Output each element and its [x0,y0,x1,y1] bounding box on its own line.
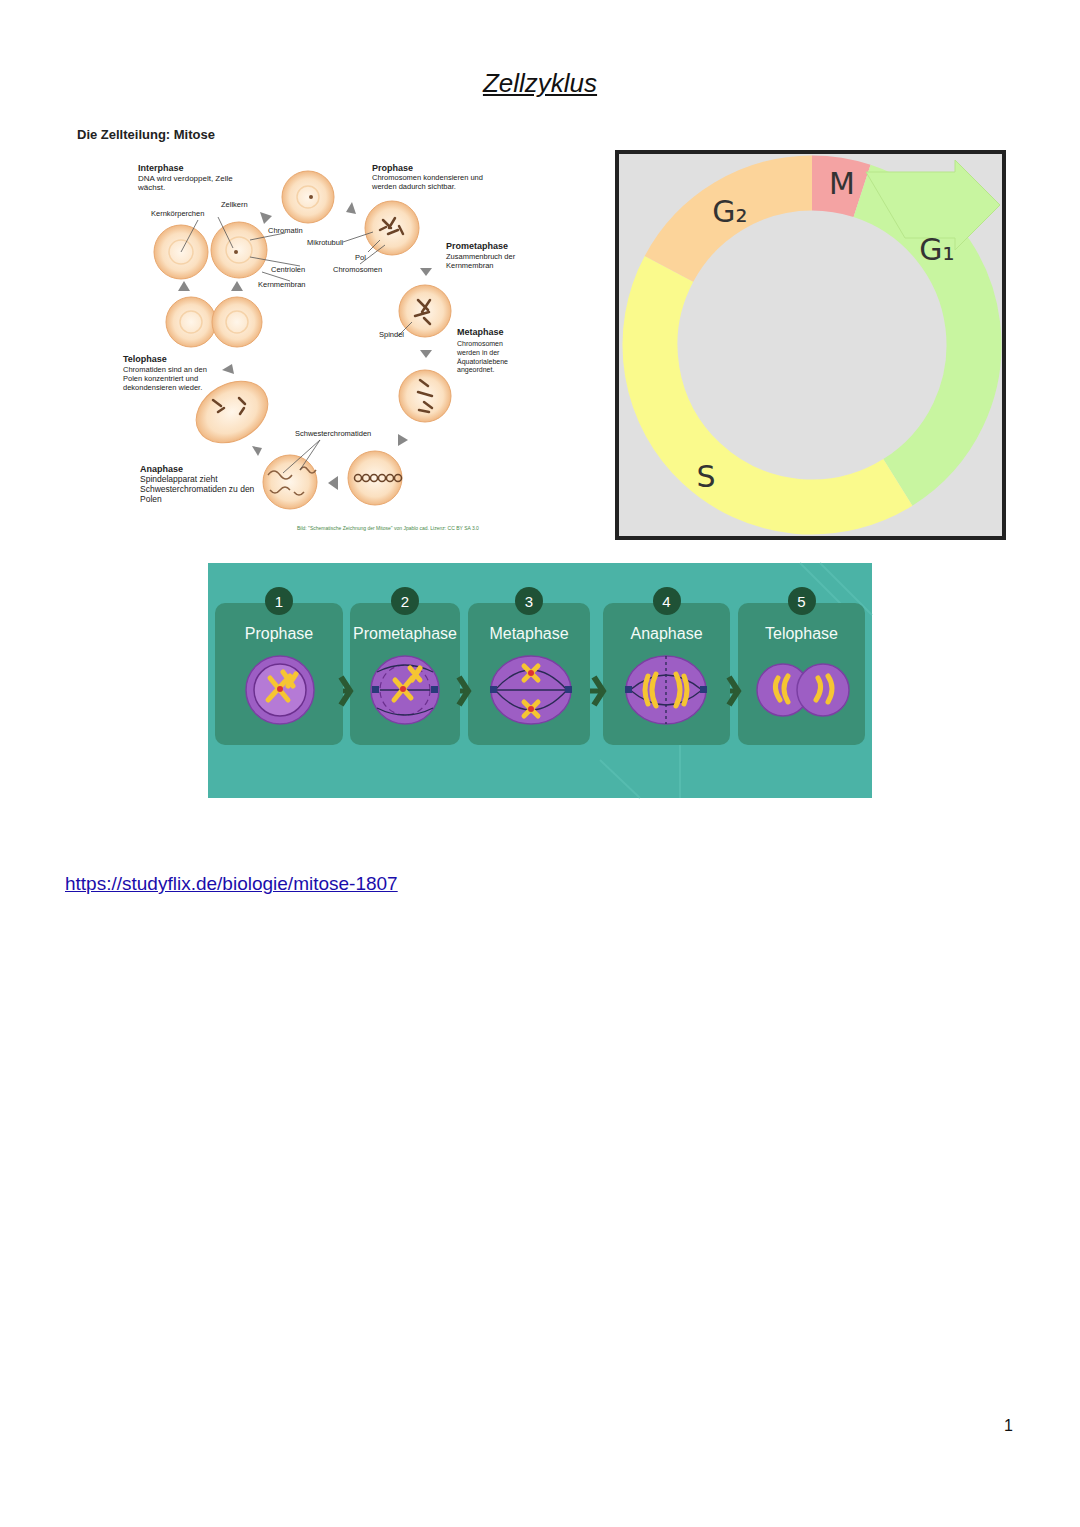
phase-name: Telophase [738,625,865,643]
diagram-label: Bild: "Schematische Zeichnung der Mitose… [297,526,479,532]
step-number: 3 [525,594,533,609]
diagram-label: Prometaphase [446,241,508,251]
diagram-label: Anaphase [140,464,183,474]
diagram-label: Kernmembran [258,281,306,290]
ring-segment [650,269,898,507]
diagram-label: Zusammenbruch der Kernmembran [446,253,526,270]
phase-panel: Anaphase4 [603,603,730,745]
diagram-label: Schwesterchromatiden [295,430,371,439]
step-number-circle: 3 [515,587,543,615]
diagram-label: Zellkern [221,201,248,210]
step-number-circle: 1 [265,587,293,615]
phase-chevron [729,677,738,705]
step-number-circle: 2 [391,587,419,615]
cycle-phase-label: M [822,164,862,204]
diagram-label: Chromatin [268,227,303,236]
diagram-label: Interphase [138,163,184,173]
phase-panel: Prophase1 [215,603,343,745]
diagram-label: Metaphase [457,327,504,337]
diagram-label: Chromosomen werden in der Äquatorialeben… [457,340,527,375]
step-number: 1 [275,594,283,609]
diagram-label: Centriolen [271,266,305,275]
step-number: 2 [401,594,409,609]
diagram-label: Telophase [123,354,167,364]
diagram-label: Chromosomen kondensieren und werden dadu… [372,174,502,191]
step-number: 5 [797,594,805,609]
diagram-label: Prophase [372,163,413,173]
diagram-label: Die Zellteilung: Mitose [77,128,215,143]
diagram-label: Chromatiden sind an den Polen konzentrie… [123,365,218,392]
phase-name: Metaphase [468,625,590,643]
ring-segment [669,183,812,269]
cycle-phase-label: S [686,455,726,499]
phase-chevron [590,677,603,705]
phase-name: Prometaphase [350,625,460,643]
phase-letter: M [829,169,855,199]
page-title: Zellzyklus [0,68,1080,99]
cycle-phase-label: G₁ [905,228,969,272]
phase-name: Prophase [215,625,343,643]
diagram-label: DNA wird verdoppelt, Zelle wächst. [138,174,248,192]
phase-chevron [341,677,350,705]
diagram-label: Spindelapparat zieht Schwesterchromatide… [140,474,255,505]
step-number: 4 [662,594,670,609]
phase-letter: S [696,462,715,492]
diagram-label: Chromosomen [333,266,382,275]
page-number: 1 [1004,1417,1013,1435]
phase-name: Anaphase [603,625,730,643]
phase-panel: Telophase5 [738,603,865,745]
diagram-label: Mikrotubuli [307,239,343,248]
source-link: https://studyflix.de/biologie/mitose-180… [65,873,398,895]
cycle-phase-label: G₂ [700,190,760,234]
phase-letter: G₂ [712,197,747,227]
phase-panel: Metaphase3 [468,603,590,745]
diagram-label: Pol [355,254,366,263]
phase-chevron [459,677,468,705]
phase-letter: G₁ [919,235,954,265]
diagram-label: Kernkörperchen [151,210,204,219]
step-number-circle: 5 [788,587,816,615]
diagram-label: Spindel [379,331,404,340]
step-number-circle: 4 [653,587,681,615]
phase-panel: Prometaphase2 [350,603,460,745]
